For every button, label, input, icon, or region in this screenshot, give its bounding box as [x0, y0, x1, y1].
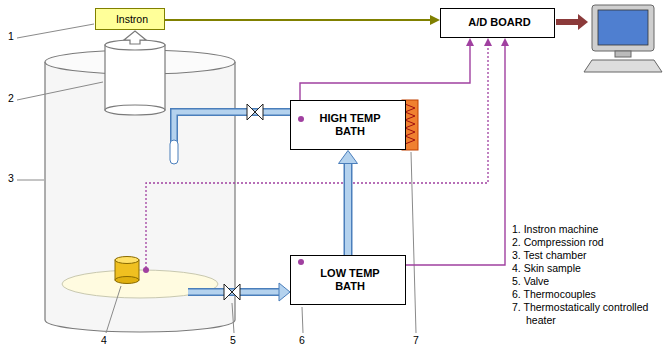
- leader-lines: [17, 24, 416, 333]
- computer-screen: [598, 10, 648, 45]
- connector-path: [300, 46, 470, 100]
- legend-item: 1. Instron machine: [512, 223, 670, 236]
- thermocouple-dot: [298, 116, 304, 122]
- valve-symbol: [224, 284, 240, 300]
- computer-monitor: [592, 5, 654, 51]
- compression-rod: [105, 45, 165, 110]
- legend-item: 2. Compression rod: [512, 236, 670, 249]
- callout-number: 1: [8, 30, 14, 43]
- computer-stand: [615, 51, 631, 57]
- flow-arrow: [348, 164, 349, 255]
- callout-number: 3: [8, 172, 14, 185]
- callout-number: 4: [101, 334, 107, 347]
- connector-path: [406, 46, 505, 265]
- board-box: A/D BOARD: [440, 8, 555, 38]
- rod-end: [105, 105, 165, 115]
- legend-item: 3. Test chamber: [512, 249, 670, 262]
- pipe-core: [174, 112, 290, 152]
- bath-box: HIGH TEMP BATH: [290, 100, 406, 150]
- skin-sample-top: [115, 257, 139, 264]
- legend-item: 7. Thermostatically controlled heater: [512, 301, 670, 327]
- thermocouple-wire: [146, 46, 488, 268]
- node-text: Instron: [116, 13, 148, 26]
- connector-path: [344, 164, 353, 255]
- legend-item: 6. Thermocouples: [512, 288, 670, 301]
- load-arrow: [124, 31, 146, 44]
- instrument-box: Instron: [95, 8, 165, 30]
- callout-number: 7: [413, 334, 419, 347]
- node-text: LOW TEMP BATH: [309, 267, 391, 293]
- data-arrow: [556, 14, 588, 30]
- connector-path: [165, 19, 430, 21]
- signal-line: [406, 46, 505, 265]
- heater-coil: [405, 104, 415, 144]
- callout-number: 2: [8, 92, 14, 105]
- node-text: HIGH TEMP BATH: [309, 112, 391, 138]
- node-text: A/D BOARD: [468, 16, 530, 29]
- callout-number: 6: [299, 334, 305, 347]
- pipe: [174, 112, 290, 152]
- bath-box: LOW TEMP BATH: [290, 255, 406, 305]
- connector-path: [345, 164, 351, 255]
- legend-item: 4. Skin sample: [512, 262, 670, 275]
- pipe-arrowhead: [279, 283, 290, 301]
- signal-line: [165, 20, 430, 21]
- signal-line: [300, 46, 470, 100]
- callout-number: 5: [230, 334, 236, 347]
- thermocouple-dot: [298, 259, 304, 265]
- computer-keyboard: [584, 60, 662, 72]
- valve-symbol: [247, 104, 263, 120]
- legend-item: 5. Valve: [512, 275, 670, 288]
- skin-sample-base: [115, 277, 139, 284]
- thermocouple-dot: [143, 267, 149, 273]
- inlet-probe: [170, 140, 178, 164]
